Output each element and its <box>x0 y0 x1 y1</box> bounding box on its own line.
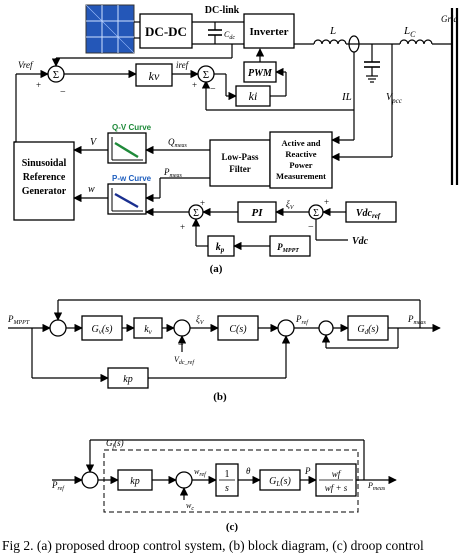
lpf-label-1: Low-Pass <box>221 152 258 162</box>
w-label: w <box>88 184 95 195</box>
vdcref-label: Vdcref <box>356 208 381 220</box>
pw-curve-label: P-w Curve <box>112 174 152 183</box>
inverter-label: Inverter <box>249 26 288 38</box>
inductor-l-icon <box>313 39 347 45</box>
cdc-label: Cdc <box>224 30 235 41</box>
c-filt-den: wf + s <box>325 483 348 493</box>
svg-text:Σ: Σ <box>193 208 199 219</box>
meas-label-3: Power <box>289 160 312 170</box>
grid-label: Grid <box>441 14 459 24</box>
caption-a: (a) <box>210 263 223 275</box>
vpcc-label: Vpcc <box>386 92 403 105</box>
b-pref-label: Pref <box>295 314 309 326</box>
inductor-lc-icon <box>399 39 433 45</box>
solar-panel-icon <box>85 4 135 54</box>
c-wc-label: wc <box>186 501 194 512</box>
c-pref-label: Pref <box>51 480 65 492</box>
pmppt-label: PMPPT <box>277 242 299 254</box>
svg-text:−: − <box>178 340 184 351</box>
c-gf-dashed-box <box>103 449 359 513</box>
c-p-label: P <box>304 466 311 476</box>
vdc-label: Vdc <box>352 236 369 247</box>
pmeas-label: Pmeas <box>163 167 182 179</box>
c-theta-label: θ <box>246 466 251 476</box>
qv-curve-label: Q-V Curve <box>112 123 152 132</box>
svg-text:Σ: Σ <box>53 69 59 81</box>
v-label: V <box>90 137 98 148</box>
svg-text:−: − <box>60 87 66 98</box>
b-gd-label: Gd(s) <box>357 324 379 336</box>
svg-text:+: + <box>180 222 185 232</box>
iref-label: iref <box>176 60 190 70</box>
lpf-label-2: Filter <box>229 164 251 174</box>
pi-label: PI <box>252 207 264 219</box>
b-pmeas-label: Pmeas <box>407 314 426 326</box>
sum1-plus: + <box>36 80 41 90</box>
kp-label: kp <box>216 242 225 254</box>
inverter-block <box>243 13 295 49</box>
svg-text:−: − <box>308 222 314 233</box>
b-vdcref-label: Vdc_ref <box>174 355 195 366</box>
c-sum-2 <box>175 471 193 489</box>
dclink-label: DC-link <box>205 5 240 16</box>
power-measurement-block <box>269 131 333 189</box>
figure-caption: Fig 2. (a) proposed droop control system… <box>2 538 424 553</box>
xiv-label: ξV <box>286 199 295 211</box>
b-pmppt-label: PMPPT <box>7 314 30 326</box>
kv-label: kv <box>149 69 160 83</box>
dcdc-label: DC-DC <box>145 24 187 39</box>
c-int-num: 1 <box>225 469 230 480</box>
qv-curve-block <box>107 132 147 164</box>
c-gf-label: Gf(s) <box>106 438 124 450</box>
panel-b: PMPPT Gv(s) kv − Vdc_ref ξV C(s) Pref Gd… <box>7 299 441 403</box>
ki-label: ki <box>249 89 258 103</box>
meas-label-2: Reactive <box>285 149 316 159</box>
caption-c: (c) <box>226 521 239 533</box>
il-label: IL <box>341 91 352 103</box>
b-gv-label: Gv(s) <box>92 324 114 336</box>
b-xiv-label: ξV <box>196 314 205 326</box>
low-pass-filter-block <box>209 139 271 187</box>
vref-label: Vref <box>18 60 34 70</box>
c-gl-label: GL(s) <box>269 476 291 488</box>
b-sum-4 <box>318 320 334 336</box>
srg-label-2: Reference <box>23 172 66 183</box>
svg-text:+: + <box>200 198 205 208</box>
inductor-lc-label: LC <box>403 25 416 39</box>
c-kp-label: kp <box>130 476 139 487</box>
meas-label-4: Measurement <box>276 171 326 181</box>
b-cs-label: C(s) <box>229 324 247 335</box>
srg-label-1: Sinusoidal <box>22 158 67 169</box>
c-sum-1 <box>81 471 99 489</box>
c-pmeas-label: Pmeas <box>367 481 386 492</box>
c-int-den: s <box>225 483 229 494</box>
svg-text:−: − <box>210 84 216 95</box>
srg-label-3: Generator <box>22 186 67 197</box>
svg-text:Σ: Σ <box>313 208 319 219</box>
c-filt-num: wf <box>332 469 342 479</box>
svg-text:+: + <box>192 80 197 90</box>
qmeas-label: Qmeas <box>168 137 187 149</box>
caption-b: (b) <box>213 391 227 403</box>
inductor-l-label: L <box>329 25 336 37</box>
meas-label-1: Active and <box>282 138 321 148</box>
b-gd-block <box>347 315 389 341</box>
panel-c: Gf(s) Pref kp wc wref 1 s θ GL(s) P wf w… <box>51 438 397 533</box>
b-cs-block <box>217 315 259 341</box>
b-sum-1 <box>49 319 67 337</box>
svg-text:Σ: Σ <box>203 69 209 81</box>
b-kv-label: kv <box>144 324 152 336</box>
b-sum-2 <box>173 319 191 337</box>
pw-curve-block <box>107 183 147 215</box>
svg-text:+: + <box>324 197 329 207</box>
panel-a: DC-DC DC-link Cdc Inverter L LC Gri <box>13 4 459 275</box>
dcdc-block <box>139 13 193 49</box>
pwm-label: PWM <box>248 68 273 79</box>
c-wref-label: wref <box>194 467 207 478</box>
b-sum-3 <box>277 319 295 337</box>
kv-block <box>135 63 173 87</box>
sinusoidal-reference-generator-block <box>13 141 75 221</box>
b-kp-label: kp <box>123 374 132 385</box>
